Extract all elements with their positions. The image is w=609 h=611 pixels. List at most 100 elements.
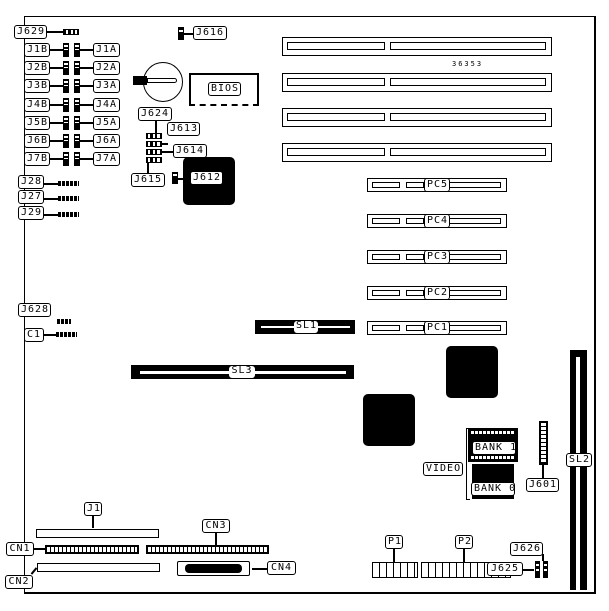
leader-j29 — [44, 214, 58, 216]
label-j1a: J1A — [93, 43, 120, 57]
jumper-j629[interactable] — [63, 29, 79, 35]
jumper-j1b[interactable] — [63, 43, 69, 57]
label-j6b: J6B — [24, 134, 50, 148]
slot-segment-long — [390, 78, 546, 86]
label-j2b: J2B — [24, 61, 50, 76]
leader-cn1 — [34, 548, 46, 550]
label-j612: J612 — [190, 171, 223, 185]
jumper-j4a[interactable] — [74, 97, 80, 112]
leader-j615 — [147, 163, 149, 173]
label-sl1: SL1 — [294, 320, 318, 333]
pc-slot-0[interactable]: PC5 — [367, 178, 507, 192]
header-j28[interactable] — [58, 181, 79, 186]
expansion-slot-2[interactable] — [282, 73, 552, 92]
connector-cn2[interactable] — [37, 563, 160, 572]
leader-j7a — [80, 158, 93, 161]
label-cn1: CN1 — [6, 542, 34, 556]
label-j2a: J2A — [93, 61, 120, 76]
slot-segment-short — [287, 78, 385, 86]
leader-j4b — [50, 103, 63, 106]
leader-j624 — [155, 121, 157, 133]
jumper-j7a[interactable] — [74, 152, 80, 167]
leader-j3b — [50, 85, 63, 88]
jumper-j615[interactable] — [146, 157, 162, 163]
connector-cn4[interactable] — [177, 561, 250, 576]
jumper-j616[interactable] — [178, 27, 184, 40]
label-c1: C1 — [24, 328, 44, 342]
leader-j625 — [523, 569, 534, 571]
slot-segment-c — [448, 254, 501, 260]
leader-cn3 — [215, 533, 217, 545]
jumper-j6a[interactable] — [74, 134, 80, 148]
label-cn2: CN2 — [5, 575, 33, 589]
battery-clip — [133, 76, 147, 85]
expansion-slot-1[interactable] — [282, 37, 552, 56]
leader-j1a — [80, 49, 93, 51]
jumper-j625[interactable] — [535, 561, 540, 578]
label-pc-slot: PC3 — [424, 250, 450, 264]
slot-segment-short — [287, 113, 385, 121]
label-j3a: J3A — [93, 79, 120, 94]
jumper-j624[interactable] — [146, 133, 162, 139]
jumper-j2b[interactable] — [63, 61, 69, 76]
leader-j6b — [50, 140, 63, 142]
expansion-slot-4[interactable] — [282, 143, 552, 162]
leader-j614 — [162, 151, 174, 153]
jumper-j3a[interactable] — [74, 79, 80, 94]
label-cn4: CN4 — [267, 561, 296, 575]
leader-cn4 — [252, 568, 267, 570]
label-j626: J626 — [510, 542, 543, 556]
label-pc-slot: PC4 — [424, 214, 450, 228]
video-bracket — [466, 428, 470, 500]
jumper-j626[interactable] — [543, 561, 548, 578]
jumper-j3b[interactable] — [63, 79, 69, 94]
leader-j7b — [50, 158, 63, 161]
connector-p1[interactable] — [372, 562, 418, 578]
header-j29[interactable] — [58, 212, 79, 217]
header-j27[interactable] — [58, 196, 79, 201]
label-sl3: SL3 — [229, 366, 255, 378]
pc-slot-3[interactable]: PC2 — [367, 286, 507, 300]
label-j5b: J5B — [24, 115, 50, 130]
slot-segment-b — [406, 254, 424, 260]
label-j27: J27 — [18, 190, 44, 204]
slot-segment-c — [448, 182, 501, 188]
connector-j1[interactable] — [36, 529, 159, 538]
leader-j2b — [50, 67, 63, 70]
bank-1-pins-bottom — [471, 456, 515, 459]
slot-segment-short — [287, 148, 385, 156]
chipset-2 — [363, 394, 415, 446]
label-j1: J1 — [84, 502, 102, 516]
slot-segment-long — [390, 148, 546, 156]
leader-j28 — [44, 183, 58, 185]
jumper-j612[interactable] — [172, 172, 178, 184]
slot-sl2-opening — [576, 357, 580, 590]
slot-segment-b — [406, 325, 424, 331]
slot-segment-short — [287, 42, 385, 50]
jumper-j5b[interactable] — [63, 115, 69, 130]
leader-c1 — [44, 334, 56, 336]
header-c1[interactable] — [56, 332, 77, 337]
jumper-j7b[interactable] — [63, 152, 69, 167]
label-pc-slot: PC5 — [424, 178, 450, 192]
jumper-j5a[interactable] — [74, 115, 80, 130]
jumper-j614[interactable] — [146, 149, 162, 155]
jumper-j4b[interactable] — [63, 97, 69, 112]
label-sl2: SL2 — [566, 453, 592, 467]
leader-j629 — [47, 31, 63, 33]
expansion-slot-3[interactable] — [282, 108, 552, 127]
leader-j27 — [44, 198, 58, 200]
slot-segment-b — [406, 290, 424, 296]
pc-slot-2[interactable]: PC3 — [367, 250, 507, 264]
jumper-j1a[interactable] — [74, 43, 80, 57]
header-j628[interactable] — [57, 319, 71, 324]
jumper-j6b[interactable] — [63, 134, 69, 148]
label-j628: J628 — [18, 303, 51, 317]
connector-cn1-pins — [47, 547, 137, 552]
pc-slot-1[interactable]: PC4 — [367, 214, 507, 228]
pc-slot-4[interactable]: PC1 — [367, 321, 507, 335]
slot-segment-long — [390, 42, 546, 50]
slot-segment-c — [448, 325, 501, 331]
jumper-j2a[interactable] — [74, 61, 80, 76]
jumper-j613[interactable] — [146, 141, 162, 147]
